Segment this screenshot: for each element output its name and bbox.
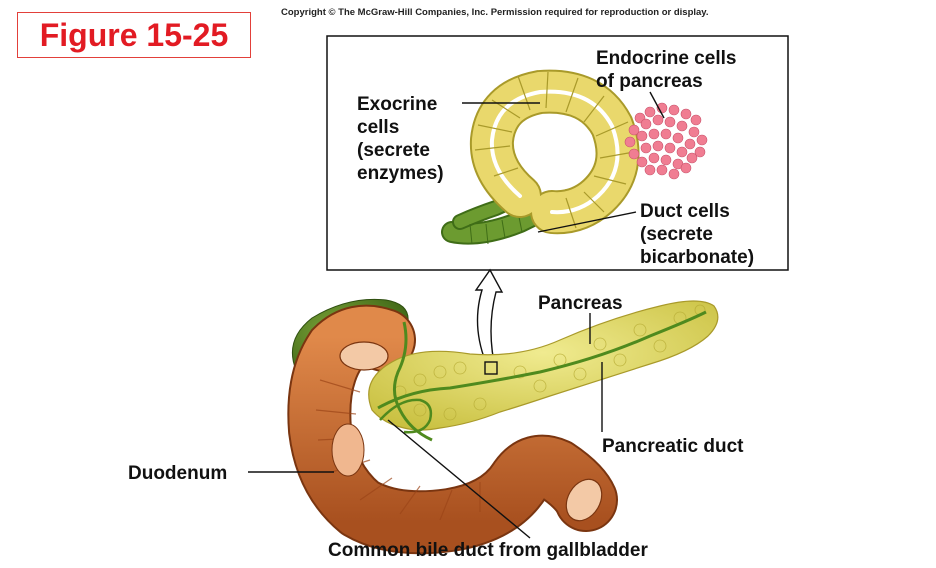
pancreas-label: Pancreas [538, 293, 623, 314]
zoom-region-marker [484, 361, 498, 375]
exocrine-label-line-1: Exocrine [357, 94, 437, 115]
pancreatic-duct [377, 310, 707, 410]
pancreas [368, 300, 719, 431]
figure-label: Figure 15-25 [17, 12, 251, 58]
exocrine-cells [469, 69, 640, 235]
common-bile-duct [393, 321, 433, 442]
exocrine-label-line-2: cells [357, 117, 399, 138]
endocrine-label-line-2: of pancreas [596, 71, 703, 92]
endocrine-label-line-1: Endocrine cells [596, 48, 736, 69]
duct-label-line-1: Duct cells [640, 201, 730, 222]
leader-common-bile-duct [387, 419, 531, 539]
duct-label-line-2: (secrete [640, 224, 713, 245]
leader-endocrine [649, 91, 665, 119]
leader-duct [537, 211, 637, 233]
duodenum-label: Duodenum [128, 463, 227, 484]
exocrine-label: Exocrine cells (secrete enzymes) [357, 94, 444, 184]
common-bile-duct-label: Common bile duct from gallbladder [328, 540, 648, 561]
endocrine-cells [624, 102, 708, 180]
pancreatic-duct-label: Pancreatic duct [602, 436, 744, 457]
exocrine-label-line-4: enzymes) [357, 163, 444, 184]
duct-label-line-3: bicarbonate) [640, 247, 754, 268]
exocrine-label-line-3: (secrete [357, 140, 430, 161]
zoom-arrow [474, 268, 504, 373]
endocrine-label: Endocrine cells of pancreas [596, 48, 742, 92]
duodenum [287, 304, 618, 555]
copyright-notice: Copyright © The McGraw-Hill Companies, I… [281, 7, 709, 18]
duct-cells-label: Duct cells (secrete bicarbonate) [640, 201, 754, 268]
